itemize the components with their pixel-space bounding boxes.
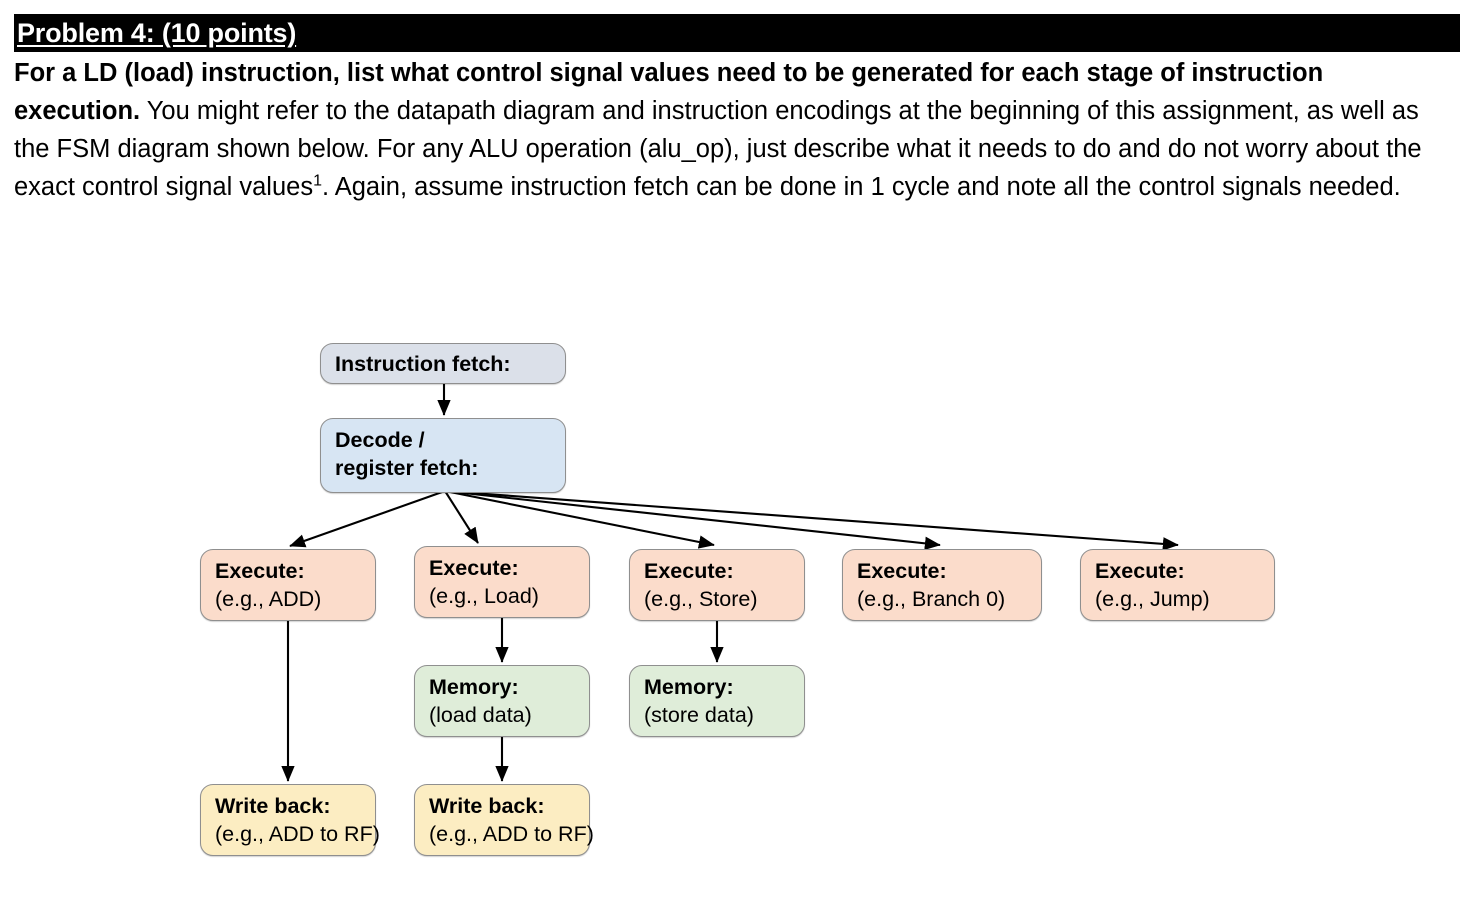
node-memory-load-subtitle: (load data) bbox=[429, 703, 532, 727]
node-execute-load-title: Execute: bbox=[429, 556, 519, 580]
node-decode-register-fetch[interactable]: Decode / register fetch: bbox=[320, 418, 566, 493]
node-execute-add[interactable]: Execute: (e.g., ADD) bbox=[200, 549, 376, 621]
node-execute-store[interactable]: Execute: (e.g., Store) bbox=[629, 549, 805, 621]
node-decode-title: Decode / bbox=[335, 428, 425, 452]
edge-decode-to-exec-jump bbox=[444, 489, 1179, 551]
node-memory-store-title: Memory: bbox=[644, 675, 734, 699]
problem-header-bar bbox=[14, 14, 1460, 52]
problem-statement-rest-1: You might refer to the datapath diagram … bbox=[14, 97, 1422, 201]
node-write-back-load-subtitle: (e.g., ADD to RF) bbox=[429, 822, 594, 846]
node-execute-jump-title: Execute: bbox=[1095, 559, 1185, 583]
node-write-back-load-title: Write back: bbox=[429, 794, 545, 818]
node-decode-subtitle: register fetch: bbox=[335, 456, 479, 480]
node-execute-store-subtitle: (e.g., Store) bbox=[644, 587, 758, 611]
edge-decode-to-exec-branch bbox=[444, 489, 941, 551]
node-instruction-fetch-title: Instruction fetch: bbox=[335, 351, 511, 376]
node-execute-load[interactable]: Execute: (e.g., Load) bbox=[414, 546, 590, 618]
edge-decode-to-exec-load bbox=[444, 490, 479, 544]
problem-statement-bold-lead: For a LD (load) instruction, list what c… bbox=[14, 59, 1324, 125]
node-execute-branch-subtitle: (e.g., Branch 0) bbox=[857, 587, 1006, 611]
page-title: Problem 4: (10 points) bbox=[17, 18, 297, 48]
node-execute-store-title: Execute: bbox=[644, 559, 734, 583]
node-execute-load-subtitle: (e.g., Load) bbox=[429, 584, 539, 608]
node-execute-add-subtitle: (e.g., ADD) bbox=[215, 587, 322, 611]
node-execute-branch-title: Execute: bbox=[857, 559, 947, 583]
node-memory-store[interactable]: Memory: (store data) bbox=[629, 665, 805, 737]
node-execute-jump[interactable]: Execute: (e.g., Jump) bbox=[1080, 549, 1275, 621]
footnote-marker: 1 bbox=[313, 172, 322, 190]
node-memory-load-title: Memory: bbox=[429, 675, 519, 699]
node-execute-add-title: Execute: bbox=[215, 559, 305, 583]
node-execute-jump-subtitle: (e.g., Jump) bbox=[1095, 587, 1210, 611]
node-write-back-add-subtitle: (e.g., ADD to RF) bbox=[215, 822, 380, 846]
node-instruction-fetch[interactable]: Instruction fetch: bbox=[320, 343, 566, 384]
node-write-back-add[interactable]: Write back: (e.g., ADD to RF) bbox=[200, 784, 380, 856]
node-write-back-add-title: Write back: bbox=[215, 794, 331, 818]
edge-decode-to-exec-add bbox=[289, 490, 446, 548]
node-execute-branch[interactable]: Execute: (e.g., Branch 0) bbox=[842, 549, 1042, 621]
problem-statement-rest-2: . Again, assume instruction fetch can be… bbox=[321, 173, 1401, 201]
edge-decode-to-exec-store bbox=[444, 489, 715, 549]
node-memory-load[interactable]: Memory: (load data) bbox=[414, 665, 590, 737]
node-write-back-load[interactable]: Write back: (e.g., ADD to RF) bbox=[414, 784, 594, 856]
node-memory-store-subtitle: (store data) bbox=[644, 703, 754, 727]
problem-statement: For a LD (load) instruction, list what c… bbox=[14, 54, 1454, 206]
